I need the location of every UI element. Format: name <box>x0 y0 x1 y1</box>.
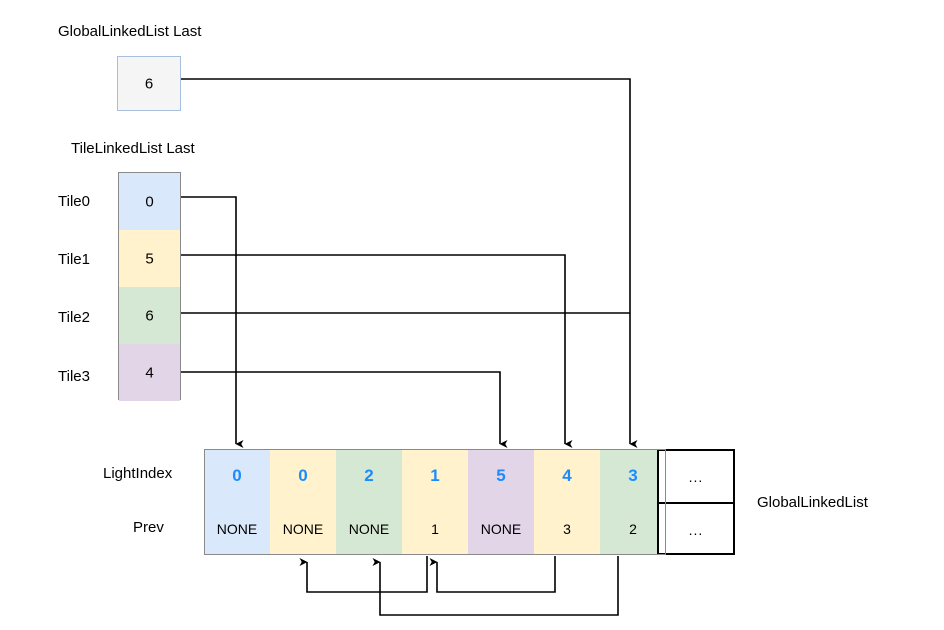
global-linked-list-last-box[interactable]: 6 <box>117 56 181 111</box>
tile-row-label-tile2: Tile2 <box>58 309 90 326</box>
prev-value: 2 <box>629 520 637 537</box>
prev-value: 3 <box>563 520 571 537</box>
prev-cell: 3 <box>534 502 600 555</box>
prev-cell: NONE <box>204 502 270 555</box>
light-index-cell: 0 <box>270 449 336 502</box>
tile-cell[interactable]: 5 <box>119 230 180 287</box>
global-linked-list-last-title: GlobalLinkedList Last <box>58 23 202 40</box>
light-index-value: 1 <box>430 465 440 485</box>
tile-cell-value: 6 <box>145 307 154 324</box>
tile-cell-value: 0 <box>145 193 154 210</box>
global-list-overflow-column: ... ... <box>657 449 735 555</box>
prev-value: NONE <box>216 520 258 537</box>
global-linked-list-caption: GlobalLinkedList <box>757 494 868 511</box>
row-label-light-index: LightIndex <box>103 465 173 482</box>
prev-cell: NONE <box>270 502 336 555</box>
overflow-light-index-cell: ... <box>659 451 733 504</box>
light-index-value: 3 <box>628 465 638 485</box>
light-index-value: 0 <box>298 465 308 485</box>
tile-cell[interactable]: 0 <box>119 173 180 230</box>
link-tile1-to-col5 <box>181 254 573 448</box>
overflow-bottom-value: ... <box>688 521 704 538</box>
global-list-column[interactable]: 0 NONE <box>270 449 336 555</box>
tile-row-label-tile0: Tile0 <box>58 193 90 210</box>
light-index-cell: 0 <box>204 449 270 502</box>
prev-link-col5-to-col3 <box>429 556 556 593</box>
global-list-column[interactable]: 5 NONE <box>468 449 534 555</box>
prev-value: 1 <box>431 520 439 537</box>
global-list-column[interactable]: 2 NONE <box>336 449 402 555</box>
global-list-column[interactable]: 1 1 <box>402 449 468 555</box>
light-index-cell: 5 <box>468 449 534 502</box>
tile-row-label-tile3: Tile3 <box>58 368 90 385</box>
prev-link-col6-to-col2 <box>372 556 619 616</box>
light-index-value: 5 <box>496 465 506 485</box>
link-tile3-to-col4 <box>181 371 508 448</box>
tile-linked-list-last-title: TileLinkedList Last <box>71 140 195 157</box>
prev-cell: NONE <box>468 502 534 555</box>
prev-value: NONE <box>282 520 324 537</box>
overflow-top-value: ... <box>688 468 704 485</box>
global-list-column[interactable]: 4 3 <box>534 449 600 555</box>
light-index-value: 0 <box>232 465 242 485</box>
global-linked-list-last-value: 6 <box>144 75 154 92</box>
prev-cell: NONE <box>336 502 402 555</box>
prev-cell: 1 <box>402 502 468 555</box>
overflow-prev-cell: ... <box>659 504 733 555</box>
light-index-cell: 3 <box>600 449 666 502</box>
prev-link-col3-to-col1 <box>299 556 428 593</box>
light-index-cell: 4 <box>534 449 600 502</box>
tile-cell[interactable]: 4 <box>119 344 180 401</box>
row-label-prev: Prev <box>133 519 164 536</box>
light-index-value: 2 <box>364 465 374 485</box>
link-global-last-to-col6 <box>181 78 638 448</box>
tile-cell-value: 5 <box>145 250 154 267</box>
tile-cell[interactable]: 6 <box>119 287 180 344</box>
tile-linked-list-last-column: 0 5 6 4 <box>118 172 181 401</box>
light-index-cell: 1 <box>402 449 468 502</box>
tile-cell-value: 4 <box>145 364 154 381</box>
global-list-column[interactable]: 0 NONE <box>204 449 270 555</box>
tile-row-label-tile1: Tile1 <box>58 251 90 268</box>
link-tile0-to-col0 <box>181 196 244 448</box>
prev-cell: 2 <box>600 502 666 555</box>
light-index-cell: 2 <box>336 449 402 502</box>
global-list-column[interactable]: 3 2 <box>600 449 666 555</box>
light-index-value: 4 <box>562 465 572 485</box>
prev-value: NONE <box>348 520 390 537</box>
prev-value: NONE <box>480 520 522 537</box>
